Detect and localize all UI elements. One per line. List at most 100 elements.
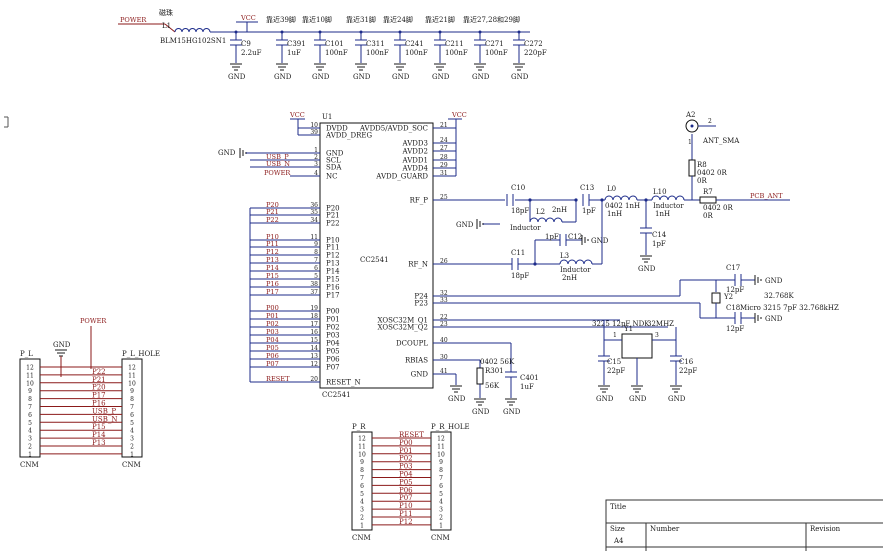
connector-net: P15 [92,423,106,431]
pin-name: P14 [326,268,340,276]
cap-value: 220pF [524,49,547,57]
net-name: USB_N [266,160,290,168]
net-label: P15 [250,272,305,280]
connector-pin-number: 2 [130,444,134,451]
revision-label: Revision [810,525,841,533]
net-name: P22 [266,216,279,224]
pin-name: GND [326,150,344,158]
y2-ref: Y2 [723,293,733,301]
y1-pin1: 1 [613,332,617,339]
connector-pin-number: 9 [130,388,134,395]
pin-number: 17 [310,321,318,328]
y1-crystal-icon [621,333,653,359]
pin-name: P07 [326,364,340,372]
cap-value: 1uF [287,49,301,57]
gnd-label: GND [668,395,686,403]
pin-name: P17 [326,292,340,300]
connector-pin-number: 8 [28,396,32,403]
connector-net: P12 [399,518,413,526]
l3-value: Inductor [560,266,591,274]
connector-pin-number: 10 [437,451,445,458]
ground-icon: GND [353,63,371,81]
p-l-ref: P_L [20,350,33,358]
connector-pin-number: 4 [28,428,32,435]
connector-pin-number: 2 [360,515,364,522]
connector-pin-number: 4 [130,428,134,435]
connector-pin-number: 8 [439,467,443,474]
connector-pin-number: 8 [130,396,134,403]
connector-pin-number: 7 [439,475,443,482]
connector-pin-number: 11 [437,443,445,450]
r8-ref: R8 [697,161,707,169]
connector-pin-number: 1 [360,522,364,529]
connector-net: P17 [92,392,106,400]
p-r-hole-type: CNM [431,534,450,542]
connector-pin-number: 9 [360,459,364,466]
ground-icon: GND [448,385,466,403]
connector-net: P04 [399,471,413,479]
net-label: P20 [250,201,305,209]
pin-name: P13 [326,260,340,268]
ground-icon: GND [228,63,246,81]
pin-name: P16 [326,284,340,292]
pin-name: P05 [326,348,340,356]
net-label: P04 [250,336,305,344]
p-l-hole-ref: P_L_HOLE [122,350,160,358]
connector-pin-number: 6 [360,483,364,490]
connector-pin-number: 4 [360,499,364,506]
y2-freq: 32.768K [764,292,794,300]
r7-ref: R7 [703,188,713,196]
vcc-ic-left-label: VCC [289,111,305,119]
y1-freq: 32MHZ [647,320,674,328]
connector-pin-number: 5 [439,491,443,498]
gnd-label: GND [448,395,466,403]
title-block: Title Size A4 Number Revision [605,499,883,551]
cap-value: 100nF [325,49,348,57]
a2-ref: A2 [685,111,696,119]
net-label: P13 [250,256,305,264]
pin-name: P24 [414,293,428,301]
net-name: P20 [266,201,279,209]
net-name: P06 [266,352,279,360]
pin-number: 13 [310,353,318,360]
pin-number: 7 [314,257,318,264]
connector-net: RESET [399,431,424,439]
net-label: P17 [250,288,305,296]
ground-icon: GND [432,63,450,81]
ground-icon: GND [274,63,292,81]
connector-pin-number: 6 [439,483,443,490]
net-name: P16 [266,280,279,288]
decoupling-note: 靠近31脚 [346,15,376,24]
pin-number: 12 [310,361,318,368]
gnd-c18-label: GND [765,315,783,323]
pin-number: 30 [440,354,448,361]
c14-ref: C14 [652,231,667,239]
l3-value2: 2nH [562,274,577,282]
gnd-label: GND [638,265,656,273]
r7-value2: 0R [703,212,713,220]
net-name: P10 [266,233,279,241]
l10-value: Inductor [653,202,684,210]
net-name: P00 [266,304,279,312]
r301-resistor [476,367,484,385]
p-l-body [19,358,41,458]
c13-value: 1pF [582,207,596,215]
